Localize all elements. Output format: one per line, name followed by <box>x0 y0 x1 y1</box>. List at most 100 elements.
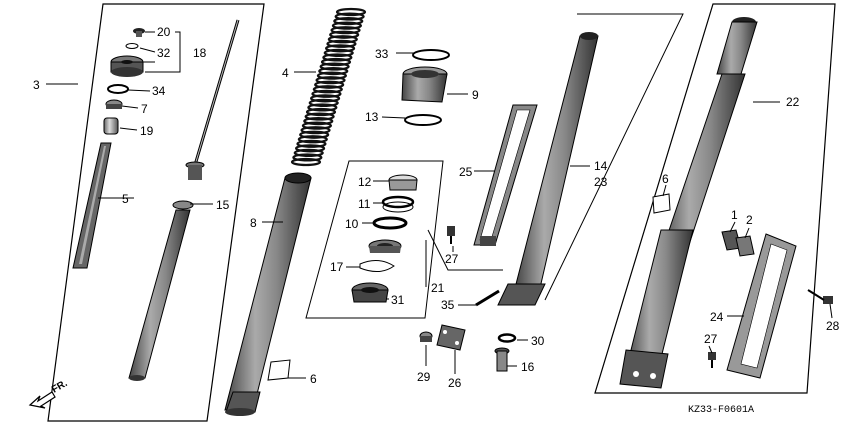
gasket-30-icon <box>497 333 517 343</box>
callout-25: 25 <box>459 165 473 179</box>
spring-coil <box>294 144 326 153</box>
spring-coil <box>292 153 323 162</box>
slide-bushing-icon <box>381 195 415 213</box>
callout-6b: 6 <box>662 172 669 186</box>
spring-coil <box>303 116 334 126</box>
callout-28: 28 <box>826 319 840 333</box>
callout-17: 17 <box>330 260 344 274</box>
fork-leg-assembly-icon <box>619 17 758 389</box>
callout-20: 20 <box>157 25 171 39</box>
spring-coil <box>300 126 331 135</box>
spring-coil <box>319 62 350 71</box>
spring-coil <box>322 53 353 62</box>
spring-coil <box>297 135 328 144</box>
fork-protector-icon <box>473 104 538 246</box>
callout-32: 32 <box>157 46 171 60</box>
lock-nut-icon <box>105 99 123 109</box>
callout-8: 8 <box>250 216 257 230</box>
spring-coil <box>308 98 339 108</box>
spring-coil <box>299 130 330 139</box>
callout-33: 33 <box>375 47 389 61</box>
socket-bolt-icon <box>494 347 510 372</box>
leader-lines <box>46 31 833 379</box>
washer-icon <box>372 216 408 230</box>
spring-coil <box>311 89 342 98</box>
callout-labels: 20 32 18 3 34 7 19 5 15 4 8 6 33 9 13 12… <box>33 25 840 390</box>
damper-rod-icon <box>128 19 240 381</box>
o-ring-icon <box>107 84 129 94</box>
spring-coil <box>293 148 324 158</box>
group-frame-bottom-case <box>544 13 684 301</box>
callout-9: 9 <box>472 88 479 102</box>
bolt-28-icon <box>807 289 833 304</box>
stopper-ring-icon <box>404 114 442 126</box>
spring-coil <box>304 112 335 121</box>
callout-1: 1 <box>731 208 738 222</box>
callout-35: 35 <box>441 298 455 312</box>
callout-13: 13 <box>365 110 379 124</box>
front-direction-arrow-icon <box>28 391 56 409</box>
spring-coil <box>290 157 322 167</box>
callout-19: 19 <box>140 124 154 138</box>
axle-holder-icon <box>436 324 466 351</box>
clamp-1-2-icon <box>721 229 755 257</box>
spring-coil <box>326 39 357 48</box>
dust-seal-icon <box>401 66 448 103</box>
spring-coil <box>330 26 361 35</box>
spring-collar-icon <box>103 117 119 135</box>
seal-assembly-icon <box>351 282 389 303</box>
callout-16: 16 <box>521 360 535 374</box>
group-frame-inner-tube <box>47 3 265 422</box>
axle-pinch-bolt-icon <box>475 289 500 307</box>
spring-coil <box>324 44 356 53</box>
spring-coil <box>312 85 343 94</box>
fork-guard-24-icon <box>726 233 797 379</box>
callout-22: 22 <box>786 95 800 109</box>
callout-27: 27 <box>445 252 459 266</box>
back-up-ring-icon <box>388 174 418 191</box>
group-frame-seal-link <box>427 229 503 271</box>
spring-coil <box>315 76 346 85</box>
callout-2: 2 <box>746 213 753 227</box>
bushing-6-icon <box>652 193 671 214</box>
spring-coil <box>316 71 348 80</box>
spring-coil <box>309 94 341 103</box>
bolt-27-icon <box>447 226 455 244</box>
spring-coil <box>320 57 352 67</box>
spring-coil <box>318 66 349 76</box>
spring-coil <box>329 30 360 39</box>
callout-10: 10 <box>345 217 359 231</box>
callout-30: 30 <box>531 334 545 348</box>
snap-ring-icon <box>412 49 450 61</box>
callout-21: 21 <box>431 281 445 295</box>
spring-coil <box>323 48 354 58</box>
spring-coil <box>301 121 333 130</box>
diagram-code: KZ33-F0601A <box>688 405 754 416</box>
callout-14: 14 <box>594 159 608 173</box>
nut-29-icon <box>419 331 433 342</box>
callout-24: 24 <box>710 310 724 324</box>
callout-23: 23 <box>594 175 608 189</box>
callout-31: 31 <box>391 293 405 307</box>
callout-11: 11 <box>358 197 371 211</box>
spring-coil <box>305 107 337 117</box>
set-plate-icon <box>359 260 395 272</box>
callout-15: 15 <box>216 198 230 212</box>
guide-strip-icon <box>72 142 112 269</box>
bolt-27b-icon <box>708 352 716 368</box>
guide-bushing-icon <box>267 359 291 381</box>
callout-7: 7 <box>141 102 148 116</box>
callout-4: 4 <box>282 66 289 80</box>
spring-coil <box>327 35 358 44</box>
callout-5: 5 <box>122 192 129 206</box>
callout-27b: 27 <box>704 332 718 346</box>
callout-29: 29 <box>417 370 431 384</box>
spring-coil <box>314 80 345 89</box>
inner-fork-tube-icon <box>224 172 312 416</box>
callout-34: 34 <box>152 84 166 98</box>
callout-6: 6 <box>310 372 317 386</box>
spring-coil <box>334 12 365 21</box>
callout-18: 18 <box>193 46 207 60</box>
group-frame-right-leg <box>594 3 836 394</box>
